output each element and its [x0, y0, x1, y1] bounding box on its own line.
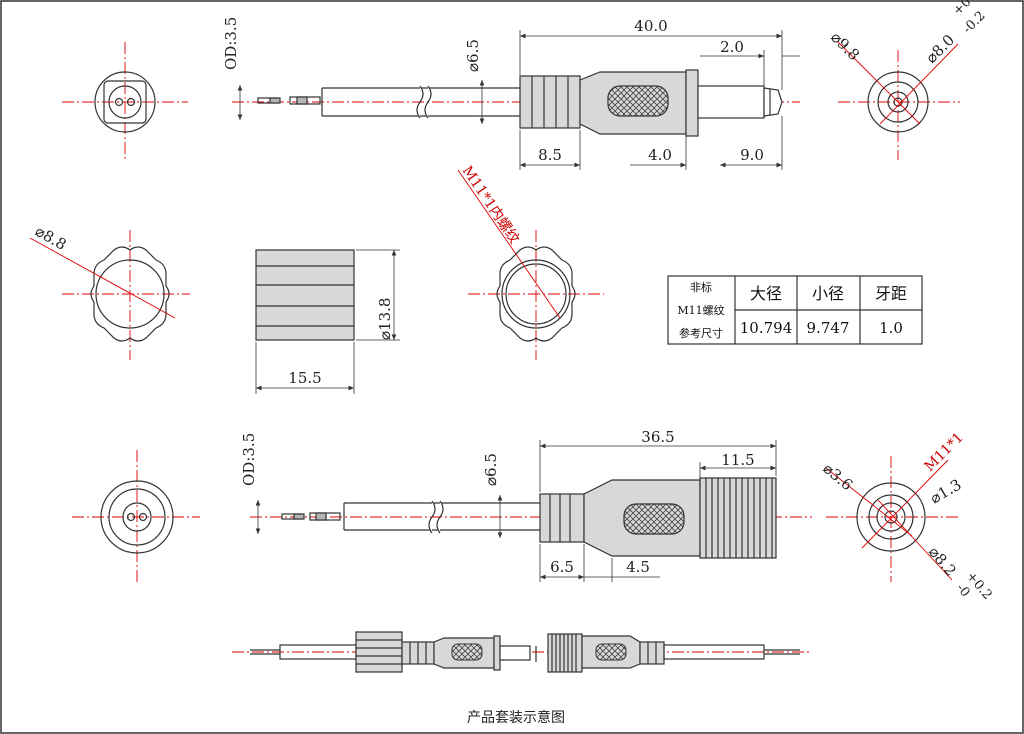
caption: 产品套装示意图	[467, 709, 565, 726]
view3-od: OD:3.5	[240, 433, 258, 486]
view1-seg-b: 4.0	[648, 146, 672, 164]
table-value-pitch: 1.0	[879, 319, 903, 337]
view3-seg-b: 4.5	[626, 558, 650, 576]
view3-right-end: ⌀3.6 ⌀1.3 M11*1 ⌀8.2 +0.2 -0	[819, 430, 994, 603]
table-header-pitch: 牙距	[875, 284, 907, 303]
view1-dia-pin2: ⌀8.0	[922, 31, 958, 67]
table-label-3: 参考尺寸	[679, 326, 723, 340]
view1-seg-c: 9.0	[740, 146, 764, 164]
view2-thread-label: M11*1内螺纹	[459, 163, 523, 247]
view3-seg-a: 6.5	[550, 558, 574, 576]
view1-dia-cable: ⌀6.5	[464, 39, 482, 72]
table-value-major: 10.794	[740, 319, 793, 337]
view2-dia-outer: ⌀13.8	[376, 298, 394, 340]
view3-thread-len: 11.5	[721, 451, 754, 469]
table-header-minor: 小径	[812, 284, 844, 303]
view2-nut-front: ⌀8.8	[29, 222, 190, 360]
view1-seg-a: 8.5	[538, 146, 562, 164]
view3-left-end	[72, 450, 200, 585]
view2-nut-side: 15.5 ⌀13.8	[255, 249, 400, 394]
view2-nut-back: M11*1内螺纹	[457, 163, 604, 360]
view1-od: OD:3.5	[222, 17, 240, 70]
view3-side: 36.5 11.5 6.5 4.5 OD:3.5 ⌀6.5	[240, 428, 812, 582]
table-label-1: 非标	[690, 280, 712, 294]
table-value-minor: 9.747	[807, 319, 850, 337]
table-header-major: 大径	[750, 284, 782, 303]
view3-dia-small: ⌀3.6	[819, 459, 856, 494]
view3-dia-pin: ⌀1.3	[927, 475, 964, 507]
view3-thread-label: M11*1	[922, 430, 967, 475]
view1-left-end	[62, 42, 188, 160]
table-label-2: M11螺纹	[677, 303, 724, 317]
view1-dia-pin: ⌀9.8	[827, 28, 863, 64]
view1-side: 40.0 2.0 8.5 4.0 9.0 OD:3.5 ⌀6.5	[222, 17, 800, 170]
view1-right-end: ⌀9.8 ⌀8.0 +0 -0.2	[827, 0, 989, 160]
view1-length: 40.0	[634, 17, 667, 35]
view3-dia-thread: ⌀8.2	[925, 543, 960, 580]
assembly-view	[232, 631, 810, 673]
view3-dia-cable: ⌀6.5	[482, 453, 500, 486]
view3-length: 36.5	[641, 428, 674, 446]
view1-tip: 2.0	[720, 38, 744, 56]
view2-nut-len: 15.5	[288, 369, 321, 387]
thread-table: 非标 M11螺纹 参考尺寸 大径 小径 牙距 10.794 9.747 1.0	[667, 275, 923, 345]
